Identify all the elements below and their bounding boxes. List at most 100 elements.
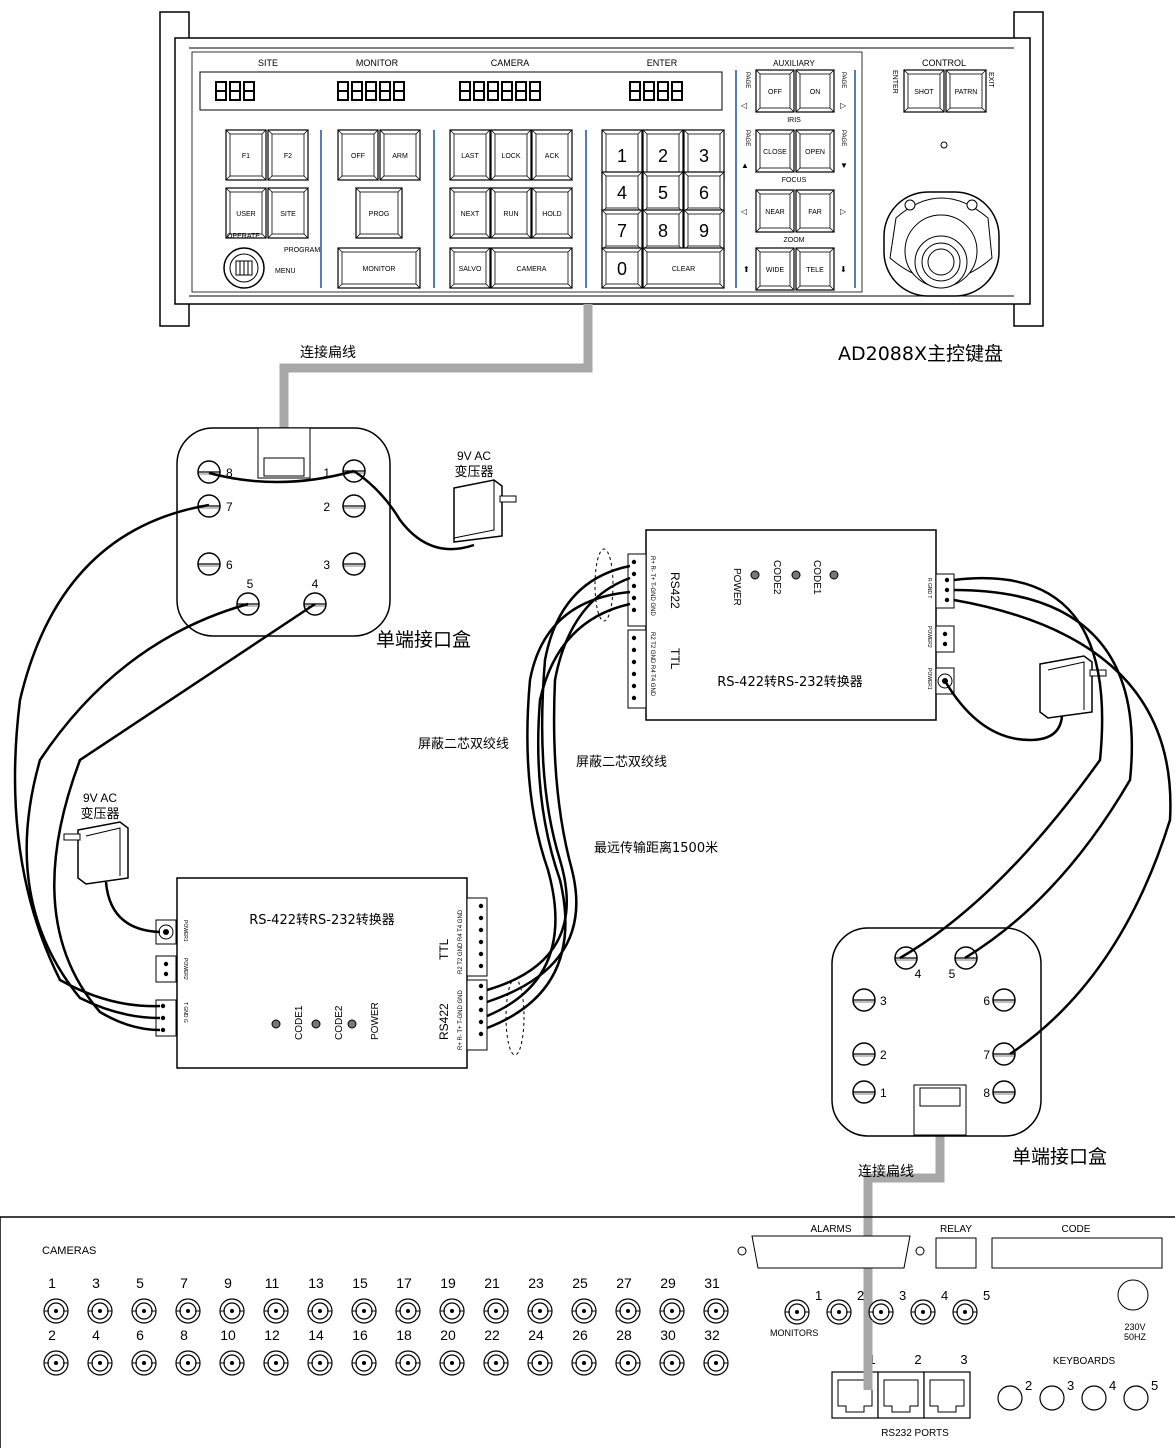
- key-label: NEAR: [765, 209, 784, 216]
- key-patrn[interactable]: PATRN: [945, 69, 987, 113]
- conv-a-ttl-pins: R2 T2 GND R4 T4 GND: [649, 632, 655, 697]
- shield-ellipse-top: [594, 548, 614, 622]
- svg-text:⬆: ⬆: [743, 265, 750, 274]
- key-n8[interactable]: 8: [642, 209, 684, 251]
- terminal-pin: [944, 577, 950, 583]
- svg-text:10: 10: [220, 1327, 236, 1343]
- key-aux-on[interactable]: ON: [795, 69, 835, 113]
- rs232-port-2[interactable]: 2: [877, 1352, 925, 1419]
- key-prog[interactable]: PROG: [355, 187, 403, 239]
- svg-text:8: 8: [180, 1327, 188, 1343]
- terminal-pin: [478, 983, 484, 989]
- terminal-pin: [631, 683, 637, 689]
- zoom-label: ZOOM: [784, 237, 805, 244]
- keyboard-port-4[interactable]: 4: [1081, 1378, 1116, 1411]
- terminal-pin: [163, 961, 169, 967]
- keyboard-port-3[interactable]: 3: [1039, 1378, 1074, 1411]
- transformer-top-voltage: 9V AC: [457, 449, 491, 463]
- key-wide[interactable]: WIDE: [755, 247, 795, 291]
- monitor-output-1: 1: [784, 1288, 822, 1325]
- relay-label: RELAY: [940, 1224, 972, 1235]
- key-label: SHOT: [914, 89, 934, 96]
- key-n0[interactable]: 0: [601, 247, 643, 289]
- key-aux-off[interactable]: OFF: [755, 69, 795, 113]
- key-lock[interactable]: LOCK: [490, 129, 532, 181]
- camera-input-31: 31: [703, 1275, 729, 1324]
- twisted-pair-label-2: 屏蔽二芯双绞线: [576, 754, 667, 770]
- terminal-pin: [631, 671, 637, 677]
- terminal-pin: [631, 595, 637, 601]
- svg-text:◁: ◁: [740, 207, 747, 216]
- svg-text:1: 1: [323, 466, 330, 480]
- key-arm[interactable]: ARM: [379, 129, 421, 181]
- camera-input-17: 17: [395, 1275, 421, 1324]
- led-digit: [229, 81, 241, 101]
- conv-a-title: RS-422转RS-232转换器: [717, 675, 863, 690]
- camera-input-13: 13: [307, 1275, 333, 1324]
- key-label: OPEN: [805, 149, 825, 156]
- terminal-pin: [942, 641, 948, 647]
- camera-input-19: 19: [439, 1275, 465, 1324]
- conv-b-title: RS-422转RS-232转换器: [249, 913, 395, 928]
- converter-left: RS-422转RS-232转换器 TTL RS422 R2 T2 GND R4 …: [155, 877, 488, 1069]
- key-off[interactable]: OFF: [337, 129, 379, 181]
- key-open[interactable]: OPEN: [795, 129, 835, 173]
- key-f2[interactable]: F2: [267, 129, 309, 181]
- keyboard-port-2[interactable]: 2: [997, 1378, 1032, 1411]
- key-tele[interactable]: TELE: [795, 247, 835, 291]
- camera-input-7: 7: [175, 1275, 201, 1324]
- svg-text:26: 26: [572, 1327, 588, 1343]
- key-near[interactable]: NEAR: [755, 189, 795, 233]
- key-label: RUN: [503, 211, 518, 218]
- key-f1[interactable]: F1: [225, 129, 267, 181]
- key-n7[interactable]: 7: [601, 209, 643, 251]
- camera-input-25: 25: [571, 1275, 597, 1324]
- svg-text:3: 3: [323, 558, 330, 572]
- conv-b-ttl-pins: R2 T2 GND R4 T4 GND: [458, 909, 464, 974]
- wires: [13, 469, 1172, 1056]
- terminal-pin: [631, 571, 637, 577]
- key-shot[interactable]: SHOT: [903, 69, 945, 113]
- camera-input-11: 11: [263, 1275, 289, 1324]
- key-clear[interactable]: CLEAR: [642, 247, 725, 289]
- keyboard-port-5[interactable]: 5: [1123, 1378, 1158, 1411]
- key-monitor[interactable]: MONITOR: [337, 247, 421, 289]
- program-label: PROGRAM: [284, 247, 320, 254]
- terminal-pin: [631, 647, 637, 653]
- key-user[interactable]: USER: [225, 187, 267, 239]
- led-digit: [351, 81, 363, 101]
- svg-text:5: 5: [247, 577, 254, 591]
- key-salvo[interactable]: SALVO: [449, 247, 491, 289]
- svg-text:19: 19: [440, 1275, 456, 1291]
- key-camera[interactable]: CAMERA: [490, 247, 573, 289]
- key-n5[interactable]: 5: [642, 171, 684, 213]
- key-ack[interactable]: ACK: [531, 129, 573, 181]
- terminal-pin: [478, 1007, 484, 1013]
- key-n4[interactable]: 4: [601, 171, 643, 213]
- monitor-output-2: 2: [826, 1288, 864, 1325]
- key-label: ON: [810, 89, 821, 96]
- rs232-port-3[interactable]: 3: [923, 1352, 971, 1419]
- key-hold[interactable]: HOLD: [531, 187, 573, 239]
- key-site[interactable]: SITE: [267, 187, 309, 239]
- key-label: NEXT: [461, 211, 480, 218]
- cameras-label: CAMERAS: [42, 1245, 96, 1257]
- key-label: 3: [699, 146, 709, 166]
- conv-a-power: POWER: [731, 568, 742, 606]
- key-n6[interactable]: 6: [683, 171, 725, 213]
- key-n9[interactable]: 9: [683, 209, 725, 251]
- key-last[interactable]: LAST: [449, 129, 491, 181]
- conv-b-code1: CODE1: [294, 1005, 305, 1040]
- svg-text:5: 5: [949, 967, 956, 981]
- terminal-screw-6: 6: [983, 988, 1016, 1012]
- relay-connector: [935, 1237, 977, 1269]
- junction-box-bottom-label: 单端接口盒: [1012, 1146, 1107, 1168]
- key-close[interactable]: CLOSE: [755, 129, 795, 173]
- svg-text:2: 2: [48, 1327, 56, 1343]
- key-next[interactable]: NEXT: [449, 187, 491, 239]
- key-run[interactable]: RUN: [490, 187, 532, 239]
- power-voltage: 230V: [1124, 1322, 1145, 1332]
- control-label: CONTROL: [922, 58, 966, 68]
- key-far[interactable]: FAR: [795, 189, 835, 233]
